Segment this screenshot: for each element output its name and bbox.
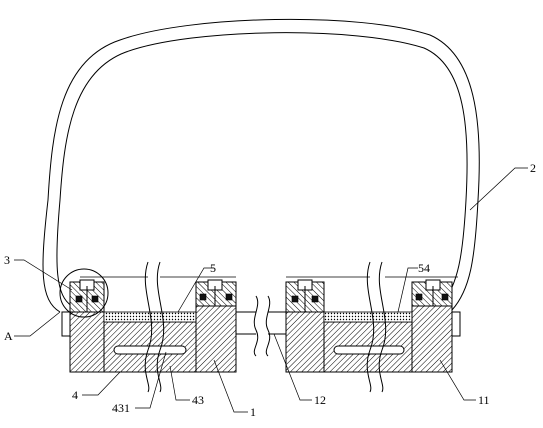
pin-left-b — [91, 295, 99, 303]
label-431: 431 — [112, 401, 130, 415]
label-3: 3 — [4, 253, 10, 267]
pin-1-b — [225, 293, 233, 301]
left-module — [69, 279, 237, 373]
base-block-right — [285, 311, 325, 373]
left-end-cap — [61, 311, 71, 337]
break-lines — [144, 261, 387, 393]
label-2: 2 — [530, 161, 536, 175]
label-5: 5 — [210, 261, 216, 275]
pin-11-a — [415, 293, 423, 301]
label-54: 54 — [418, 261, 430, 275]
base-block-4 — [69, 311, 105, 373]
pin-11-b — [441, 293, 449, 301]
label-11: 11 — [478, 393, 490, 407]
strip-54 — [323, 311, 413, 323]
label-a: A — [4, 329, 13, 343]
pin-left-a — [75, 295, 83, 303]
pin-1-a — [199, 293, 207, 301]
label-12: 12 — [314, 393, 326, 407]
label-1: 1 — [250, 405, 256, 419]
right-end-cap — [451, 311, 461, 337]
pin-right-a2 — [311, 295, 319, 303]
handle-loop — [42, 18, 480, 313]
label-4: 4 — [72, 388, 78, 402]
shaft-12 — [236, 295, 286, 357]
block-11 — [411, 305, 453, 373]
pin-right-a1 — [291, 295, 299, 303]
right-module — [285, 279, 453, 373]
block-1 — [195, 305, 237, 373]
leader-lines — [14, 167, 528, 413]
rod-431 — [113, 345, 187, 355]
detail-circle-a — [59, 268, 109, 318]
label-43: 43 — [192, 393, 204, 407]
